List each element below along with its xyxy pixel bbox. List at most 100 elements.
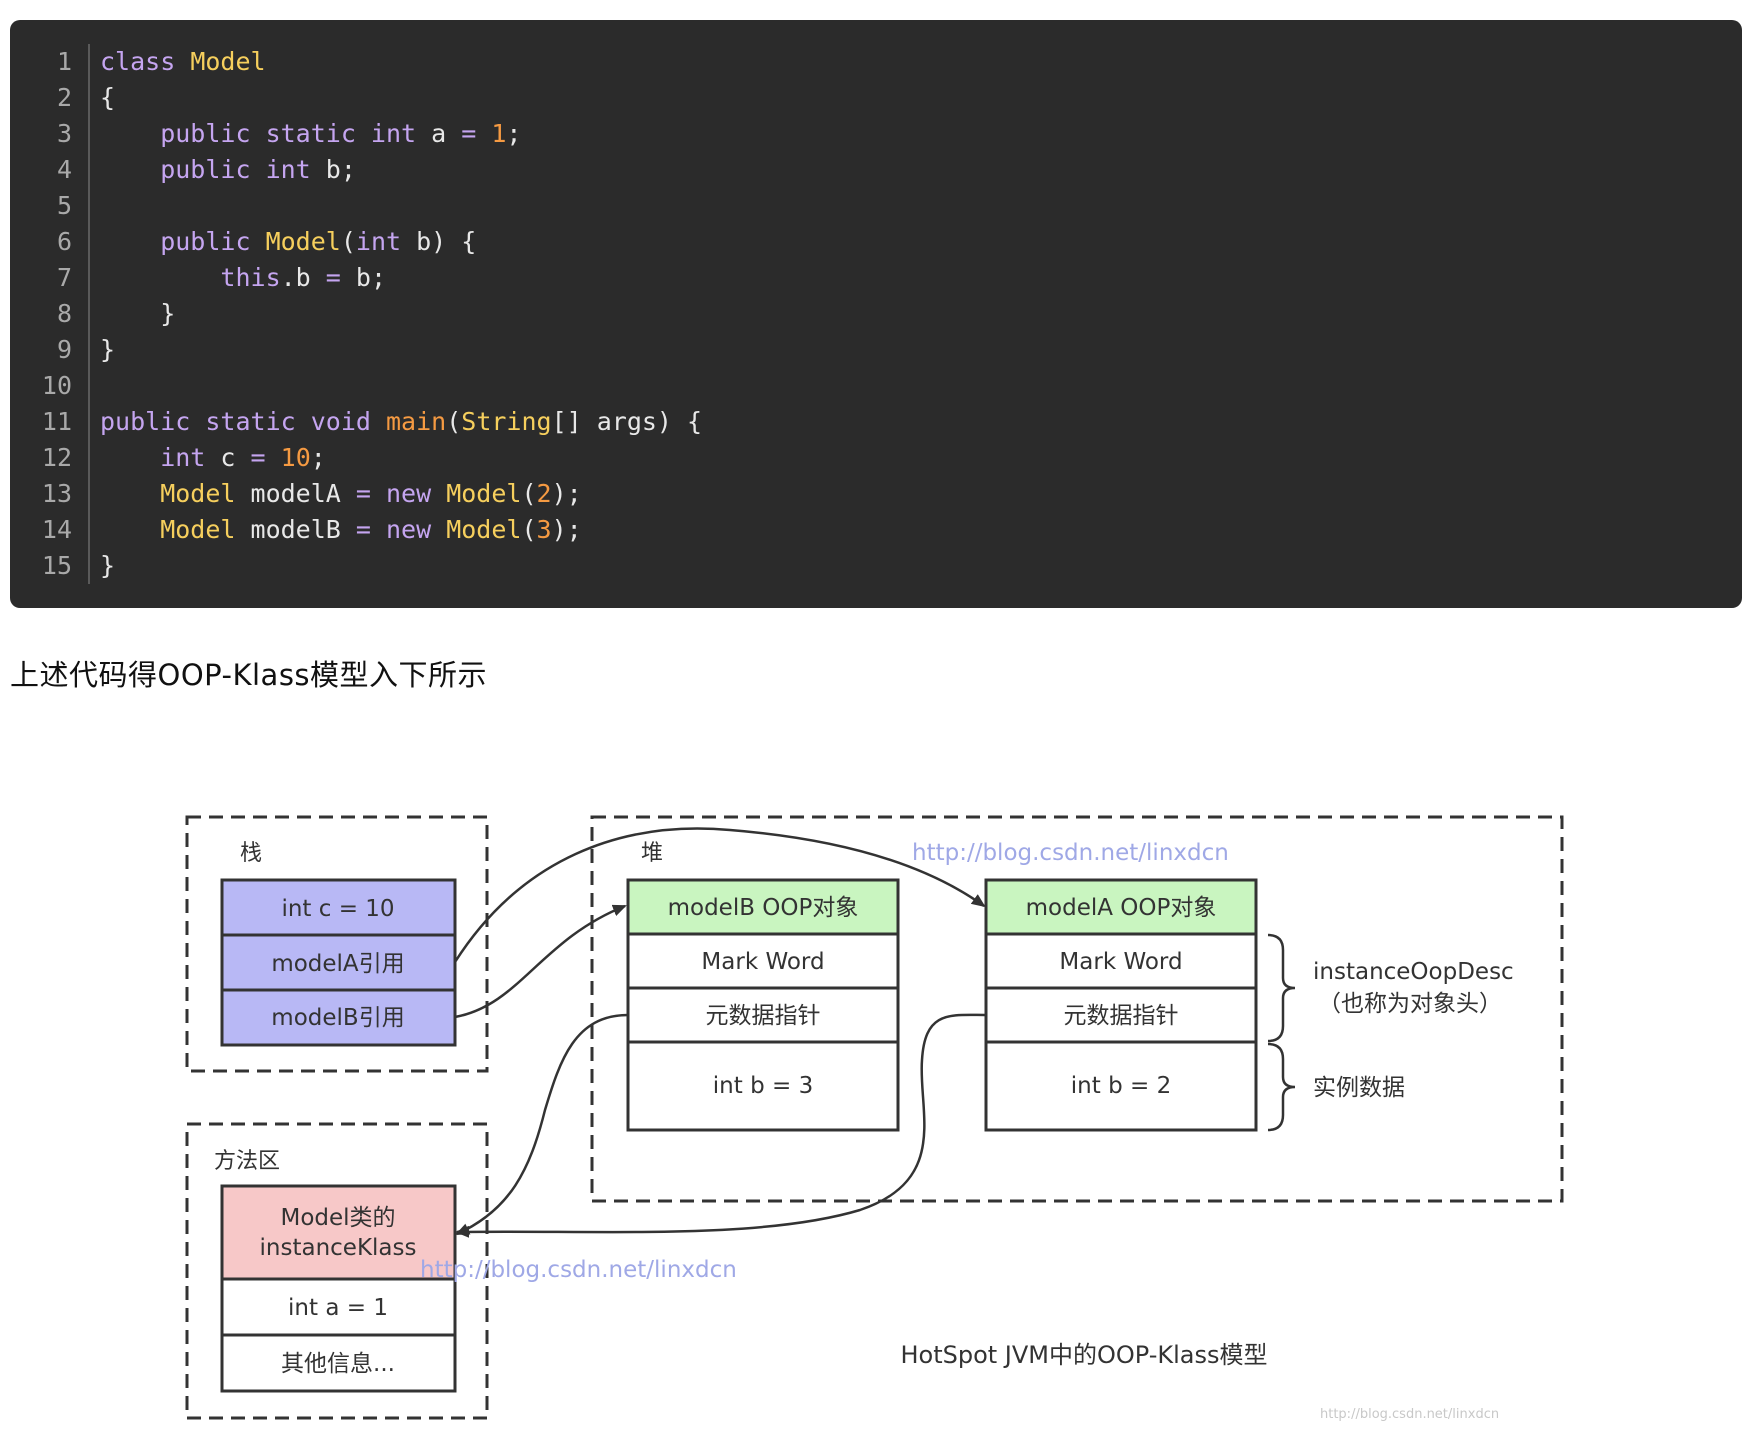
klass-header-text: instanceKlass: [260, 1235, 417, 1261]
code-source: public static int a = 1;: [100, 116, 521, 152]
heap-border: [590, 815, 1564, 1203]
line-number: 7: [56, 263, 72, 292]
stack-border: [185, 815, 489, 1073]
brace-data: [1267, 1042, 1296, 1132]
klass-cell-text: 其他信息...: [281, 1351, 395, 1377]
line-number: 10: [41, 371, 72, 400]
code-source: }: [100, 296, 175, 332]
code-token: ;: [506, 119, 522, 148]
stack-label: 栈: [240, 841, 262, 866]
modelB-meta-ptr-text: 元数据指针: [706, 1003, 821, 1029]
modelB-field-text: int b = 3: [713, 1073, 813, 1099]
code-token: String: [461, 407, 552, 436]
stack-cell-text: int c = 10: [281, 896, 394, 922]
code-token: =: [355, 479, 386, 508]
modelB-header-text: modelB OOP对象: [668, 895, 859, 921]
code-source: Model modelB = new Model(3);: [100, 512, 582, 548]
code-token: Model: [100, 479, 251, 508]
modelB-mark-word: [626, 932, 900, 990]
modelA-field-text: int b = 2: [1071, 1073, 1171, 1099]
code-token: new: [385, 515, 447, 544]
klass-cell-other: [220, 1333, 457, 1393]
brace-header-sublabel: （也称为对象头）: [1318, 991, 1502, 1017]
modelA-header-text: modelA OOP对象: [1026, 895, 1217, 921]
code-token: Model: [446, 479, 522, 508]
line-number: 5: [56, 191, 72, 220]
line-number: 11: [41, 407, 72, 436]
line-number: 8: [56, 299, 72, 328]
code-token: modelB: [250, 515, 356, 544]
code-source: public static void main(String[] args) {: [100, 404, 702, 440]
code-token: public static void: [100, 407, 386, 436]
heap-label: 堆: [641, 841, 663, 866]
line-number: 14: [41, 515, 72, 544]
klass-cell-a: [220, 1277, 457, 1337]
modelA-mark-word: [984, 932, 1258, 990]
code-source: }: [100, 548, 115, 584]
stack-cell-text: modelA引用: [271, 951, 404, 977]
code-token: int: [100, 443, 221, 472]
line-number: 12: [41, 443, 72, 472]
arrows: [453, 827, 987, 1238]
code-token: ;: [310, 443, 326, 472]
code-token: }: [100, 299, 176, 328]
code-source: this.b = b;: [100, 260, 386, 296]
code-token: [] args) {: [551, 407, 703, 436]
code-token: (: [446, 407, 462, 436]
line-number: 15: [41, 551, 72, 580]
code-token: }: [100, 335, 116, 364]
code-token: int: [355, 227, 417, 256]
code-token: this: [100, 263, 281, 292]
code-token: 1: [491, 119, 507, 148]
brace-header-label: instanceOopDesc: [1313, 959, 1514, 985]
stack-cell-text: modelB引用: [271, 1005, 404, 1031]
code-token: b) {: [416, 227, 477, 256]
arrow-modelB-ref: [454, 904, 627, 1019]
code-token: (: [521, 515, 537, 544]
klass-header-text: Model类的: [280, 1205, 395, 1231]
klass-cell-text: int a = 1: [288, 1295, 388, 1321]
heap-region: 堆 modelB OOP对象 Mark Word 元数据指针 int b = 3…: [590, 815, 1564, 1203]
arrow-modelA-meta: [455, 1013, 987, 1238]
code-token: a: [431, 119, 462, 148]
code-token: new: [385, 479, 447, 508]
arrow-modelA-ref: [453, 827, 986, 963]
code-token: modelA: [250, 479, 356, 508]
code-token: 2: [536, 479, 552, 508]
method-area-region: 方法区 Model类的 instanceKlass int a = 1 其他信息…: [185, 1122, 489, 1420]
line-number: 4: [56, 155, 72, 184]
code-token: public int: [100, 155, 326, 184]
modelA-meta-ptr: [984, 986, 1258, 1044]
line-number: 2: [56, 83, 72, 112]
line-number: 9: [56, 335, 72, 364]
modelA-mark-word-text: Mark Word: [1059, 949, 1182, 975]
code-token: }: [100, 551, 116, 580]
modelA-meta-ptr-text: 元数据指针: [1064, 1003, 1179, 1029]
code-source: Model modelA = new Model(2);: [100, 476, 582, 512]
code-token: b;: [355, 263, 386, 292]
diagram-caption: 上述代码得OOP-Klass模型入下所示: [10, 658, 488, 692]
modelB-mark-word-text: Mark Word: [701, 949, 824, 975]
code-token: main: [385, 407, 447, 436]
code-token: (: [340, 227, 356, 256]
code-token: public: [100, 227, 266, 256]
brace-data-label: 实例数据: [1313, 1075, 1405, 1101]
code-source: {: [100, 80, 115, 116]
code-token: =: [355, 515, 386, 544]
modelA-field: [984, 1040, 1258, 1132]
code-token: =: [461, 119, 492, 148]
code-token: Model: [190, 47, 266, 76]
code-token: =: [325, 263, 356, 292]
line-number: 3: [56, 119, 72, 148]
brace-header: [1267, 933, 1296, 1043]
code-token: Model: [265, 227, 341, 256]
code-source: int c = 10;: [100, 440, 326, 476]
stack-cell-modelB: [220, 988, 457, 1047]
stack-region: 栈 int c = 10 modelA引用 modelB引用: [185, 815, 489, 1073]
klass-header: [220, 1184, 457, 1281]
code-token: {: [100, 83, 116, 112]
code-token: .b: [280, 263, 326, 292]
modelA-header: [984, 878, 1258, 936]
